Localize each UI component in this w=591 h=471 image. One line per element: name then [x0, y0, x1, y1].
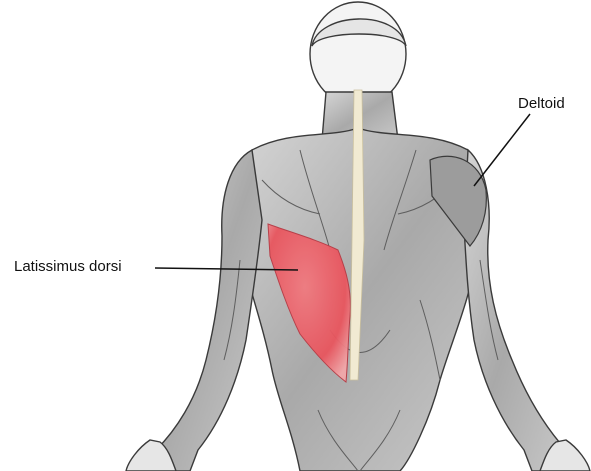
- deltoid-leader-line: [474, 114, 530, 186]
- latissimus-dorsi-label: Latissimus dorsi: [14, 258, 122, 275]
- deltoid-label: Deltoid: [518, 95, 565, 112]
- left-arm: [150, 150, 262, 471]
